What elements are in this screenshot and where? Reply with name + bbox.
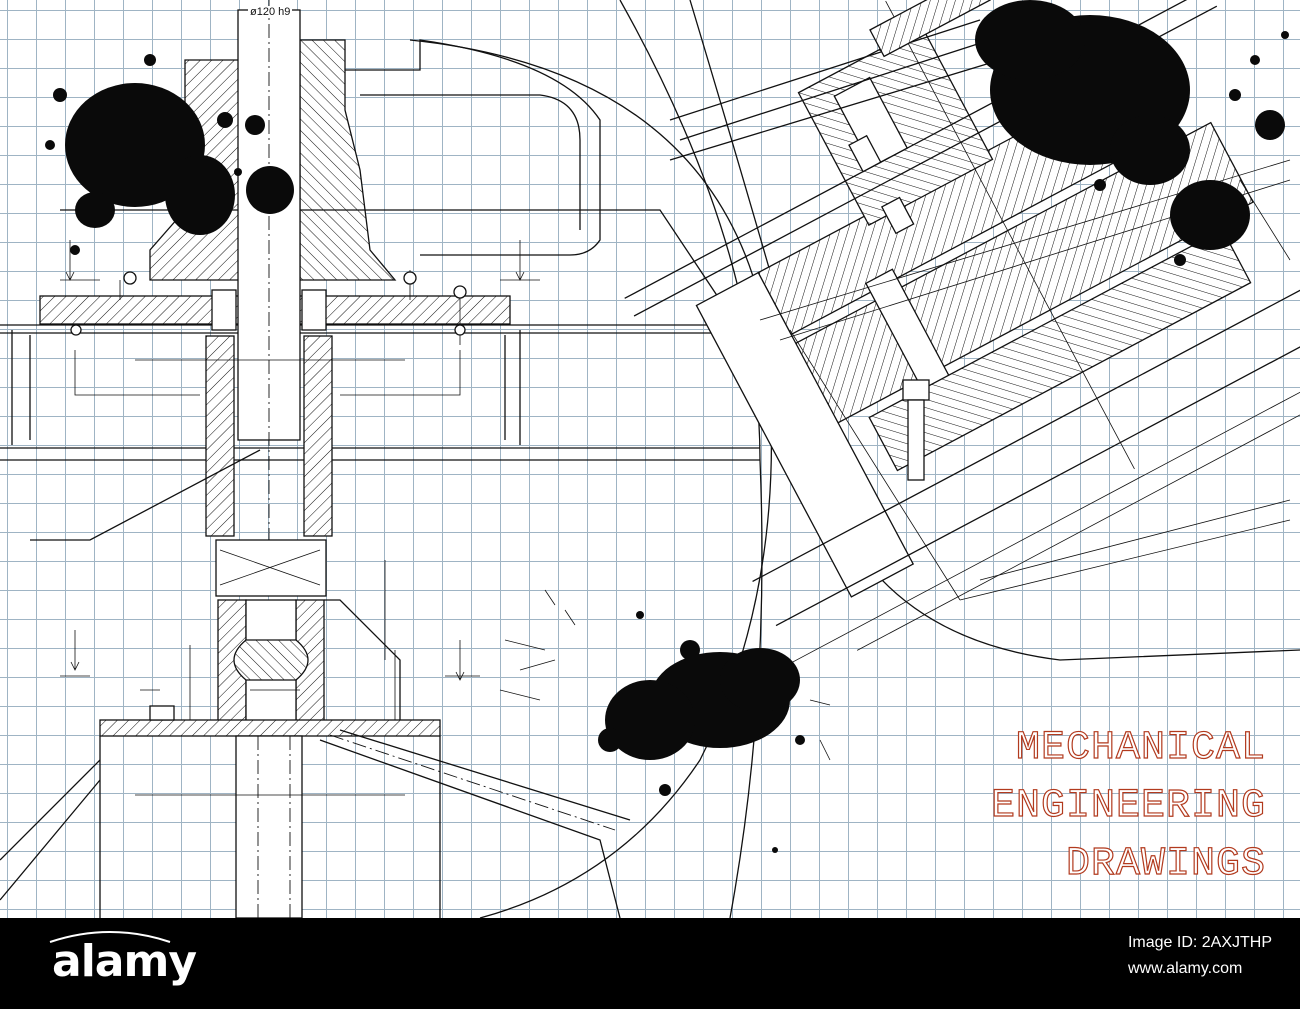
site-url-text: www.alamy.com [1127,960,1243,977]
title-line-2: ENGINEERING [990,783,1266,829]
image-id-text: Image ID: 2AXJTHP [1127,934,1272,951]
right-top-bracket [669,0,1291,601]
stock-image-info: Image ID: 2AXJTHP www.alamy.com [1128,930,1272,982]
lower-shaft-assembly [0,560,631,918]
alamy-logo-arc-icon [49,931,171,943]
title-line-1: MECHANICAL [1015,725,1266,771]
watermark-footer: alamy Image ID: 2AXJTHP www.alamy.com [0,918,1300,1009]
title-line-3: DRAWINGS [1065,841,1266,887]
ink-blot-top-left [45,54,294,255]
technical-drawing [0,0,1300,918]
ink-blots [45,0,1289,853]
engineering-drawing-artboard: ø120 h9 MECHANICAL ENGINEERING DRAWINGS [0,0,1300,918]
left-housing-assembly [11,0,721,918]
diameter-dimension-label: ø120 h9 [248,6,293,18]
alamy-logo: alamy [52,936,197,987]
title-block: MECHANICAL ENGINEERING DRAWINGS [990,720,1266,894]
right-machine-section [624,0,1300,671]
ink-blot-center [499,589,831,853]
ink-blot-top-right [975,0,1289,266]
